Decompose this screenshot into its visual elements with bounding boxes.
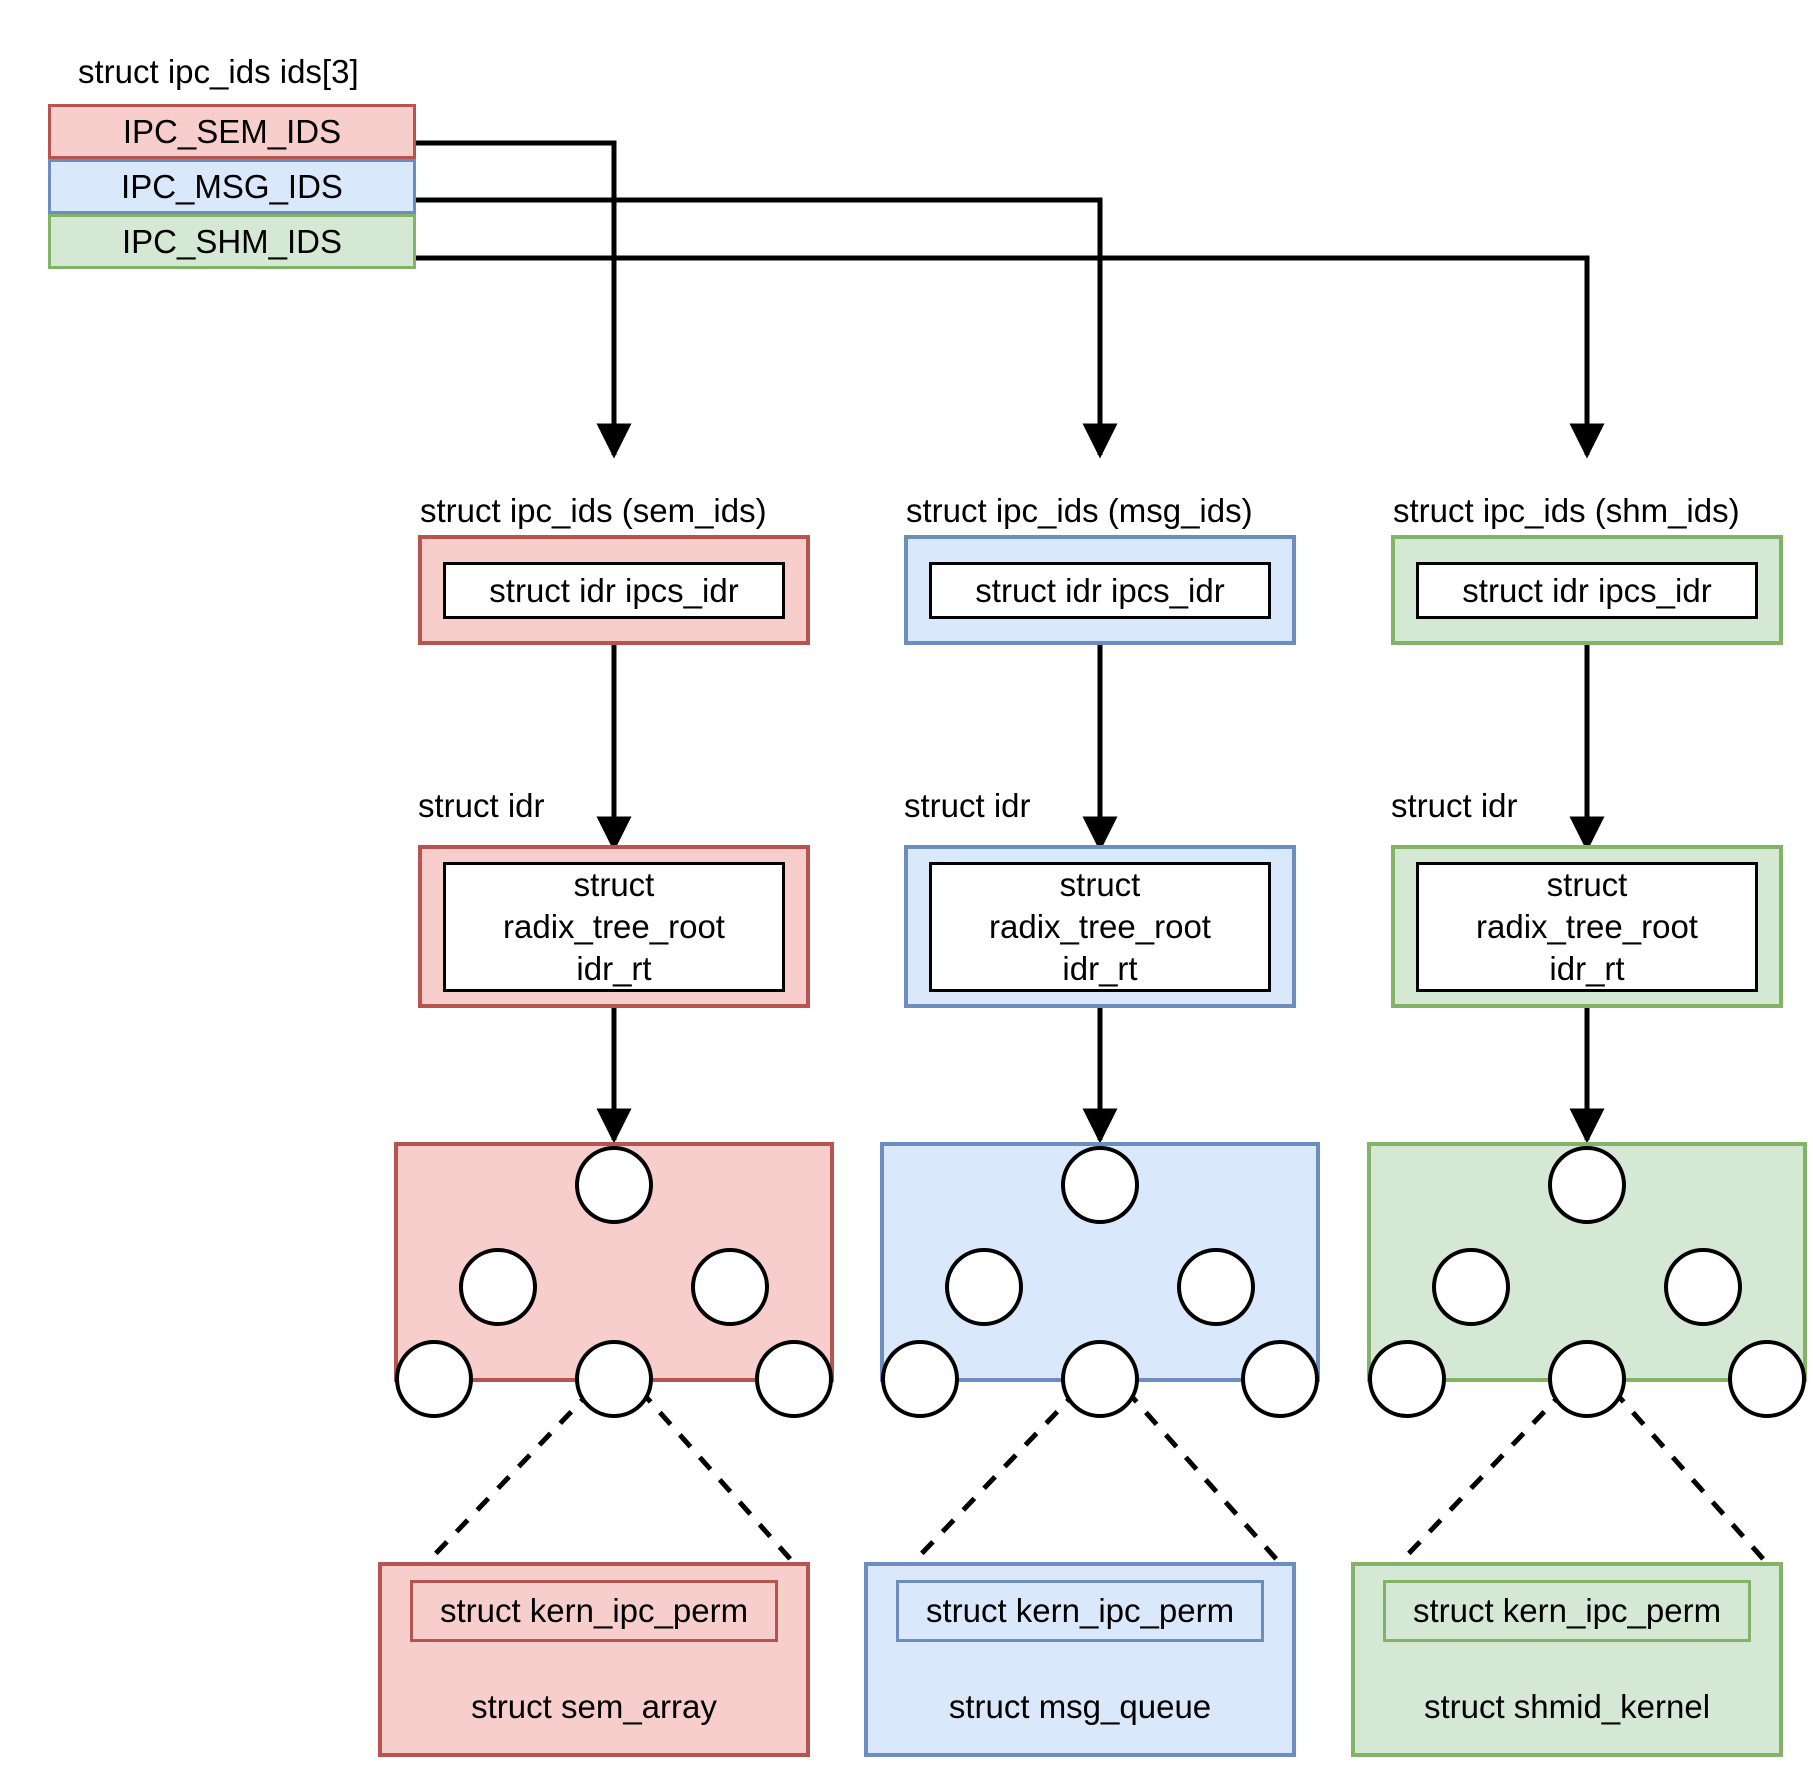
msg-queue-label: struct msg_queue xyxy=(948,1688,1212,1725)
tree-node-leaf-mid[interactable] xyxy=(575,1340,653,1418)
radix-sem-line3: idr_rt xyxy=(576,950,652,987)
tree-node-l1-right[interactable] xyxy=(1664,1248,1742,1326)
tree-node-leaf-left[interactable] xyxy=(395,1340,473,1418)
struct-idr-shm-label: struct idr xyxy=(1391,787,1518,824)
ipcs-idr-msg-label: struct idr ipcs_idr xyxy=(975,571,1225,609)
tree-node-root[interactable] xyxy=(1061,1146,1139,1224)
array-label: struct ipc_ids ids[3] xyxy=(78,53,359,90)
struct-idr-sem-label: struct idr xyxy=(418,787,545,824)
kern-ipc-perm-sem-label: struct kern_ipc_perm xyxy=(439,1592,749,1629)
radix-tree-root-shm-box[interactable]: struct radix_tree_root idr_rt xyxy=(1416,862,1758,992)
array-cell-msg[interactable]: IPC_MSG_IDS xyxy=(48,159,416,214)
ipcs-idr-sem-box[interactable]: struct idr ipcs_idr xyxy=(443,562,785,619)
radix-msg-line3: idr_rt xyxy=(1062,950,1138,987)
radix-shm-line1: struct xyxy=(1546,866,1628,903)
ipcs-idr-sem-label: struct idr ipcs_idr xyxy=(489,571,739,609)
tree-node-leaf-right[interactable] xyxy=(1728,1340,1806,1418)
kern-ipc-perm-shm-label: struct kern_ipc_perm xyxy=(1412,1592,1722,1629)
shmid-kernel-label: struct shmid_kernel xyxy=(1423,1688,1711,1725)
array-cell-shm-label: IPC_SHM_IDS xyxy=(121,222,343,260)
kern-ipc-perm-msg-box[interactable]: struct kern_ipc_perm xyxy=(896,1580,1264,1642)
array-cell-sem-label: IPC_SEM_IDS xyxy=(122,112,342,150)
tree-node-leaf-right[interactable] xyxy=(1241,1340,1319,1418)
array-cell-sem[interactable]: IPC_SEM_IDS xyxy=(48,104,416,159)
kern-ipc-perm-sem-box[interactable]: struct kern_ipc_perm xyxy=(410,1580,778,1642)
ipcs-idr-shm-label: struct idr ipcs_idr xyxy=(1462,571,1712,609)
tree-node-leaf-mid[interactable] xyxy=(1548,1340,1626,1418)
tree-node-leaf-mid[interactable] xyxy=(1061,1340,1139,1418)
ipcs-idr-msg-box[interactable]: struct idr ipcs_idr xyxy=(929,562,1271,619)
sem-array-label: struct sem_array xyxy=(471,1688,717,1725)
radix-tree-root-msg-box[interactable]: struct radix_tree_root idr_rt xyxy=(929,862,1271,992)
tree-node-l1-right[interactable] xyxy=(691,1248,769,1326)
ipc-ids-sem-label: struct ipc_ids (sem_ids) xyxy=(420,492,767,529)
kern-ipc-perm-msg-label: struct kern_ipc_perm xyxy=(925,1592,1235,1629)
tree-node-root[interactable] xyxy=(575,1146,653,1224)
ipc-ids-msg-label: struct ipc_ids (msg_ids) xyxy=(906,492,1253,529)
ipcs-idr-shm-box[interactable]: struct idr ipcs_idr xyxy=(1416,562,1758,619)
array-cell-msg-label: IPC_MSG_IDS xyxy=(121,167,343,205)
tree-node-l1-left[interactable] xyxy=(1432,1248,1510,1326)
tree-node-leaf-right[interactable] xyxy=(755,1340,833,1418)
struct-idr-msg-label: struct idr xyxy=(904,787,1031,824)
tree-node-l1-left[interactable] xyxy=(459,1248,537,1326)
tree-node-root[interactable] xyxy=(1548,1146,1626,1224)
radix-msg-line1: struct xyxy=(1059,866,1141,903)
radix-sem-line2: radix_tree_root xyxy=(503,908,725,945)
radix-sem-line1: struct xyxy=(573,866,655,903)
tree-node-l1-right[interactable] xyxy=(1177,1248,1255,1326)
radix-shm-line2: radix_tree_root xyxy=(1476,908,1698,945)
radix-tree-root-sem-box[interactable]: struct radix_tree_root idr_rt xyxy=(443,862,785,992)
radix-msg-line2: radix_tree_root xyxy=(989,908,1211,945)
kern-ipc-perm-shm-box[interactable]: struct kern_ipc_perm xyxy=(1383,1580,1751,1642)
tree-node-leaf-left[interactable] xyxy=(881,1340,959,1418)
tree-node-leaf-left[interactable] xyxy=(1368,1340,1446,1418)
array-cell-shm[interactable]: IPC_SHM_IDS xyxy=(48,214,416,269)
radix-shm-line3: idr_rt xyxy=(1549,950,1625,987)
tree-node-l1-left[interactable] xyxy=(945,1248,1023,1326)
ipc-ids-shm-label: struct ipc_ids (shm_ids) xyxy=(1393,492,1740,529)
